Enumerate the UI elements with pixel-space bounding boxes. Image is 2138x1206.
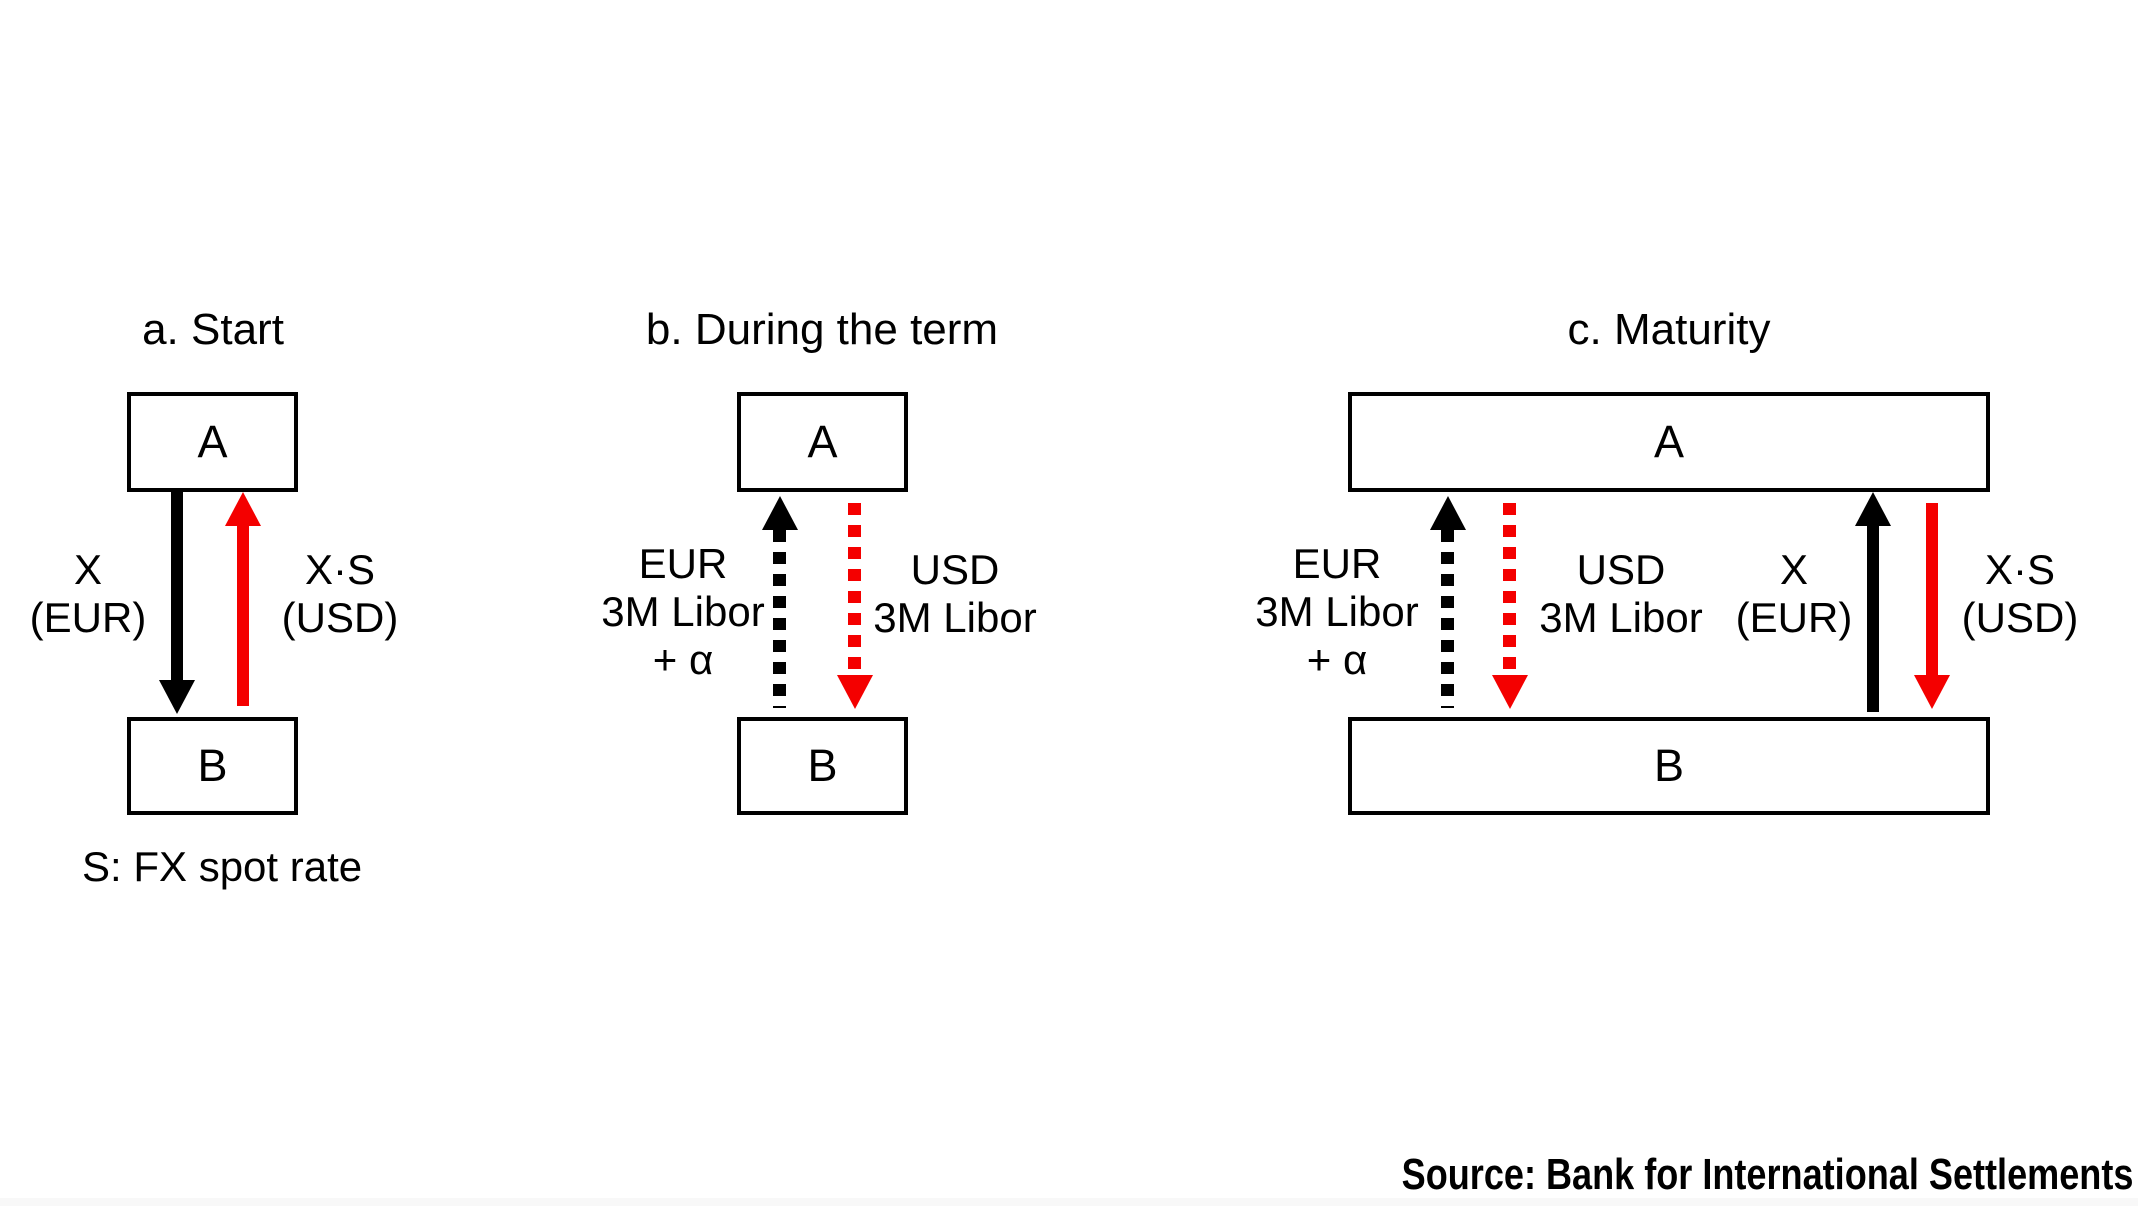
usd-interest-label: USD 3M Libor xyxy=(1539,546,1702,642)
party-a-box: A xyxy=(1348,392,1990,492)
party-a-label: A xyxy=(807,416,838,467)
eur-interest-arrow-shaft xyxy=(773,530,786,708)
party-a-label: A xyxy=(1653,416,1684,467)
usd-principal-arrow-shaft xyxy=(237,524,249,706)
party-b-box: B xyxy=(1348,717,1990,815)
panel-during-term: b. During the term A B EUR 3M Libor + α … xyxy=(460,0,1100,950)
usd-principal-arrow-head xyxy=(225,492,261,526)
source-note: Source: Bank for International Settlemen… xyxy=(1401,1150,2133,1199)
eur-interest-label: EUR 3M Libor + α xyxy=(1255,540,1418,684)
eur-principal-arrow-shaft xyxy=(1867,524,1879,712)
eur-principal-arrow-shaft xyxy=(171,492,183,680)
panel-b-title: b. During the term xyxy=(645,305,999,354)
usd-principal-label-line2: (USD) xyxy=(1961,594,2079,641)
eur-principal-label: X (EUR) xyxy=(30,546,147,642)
usd-interest-arrow-shaft xyxy=(1503,503,1516,675)
eur-principal-label-line2: (EUR) xyxy=(29,594,147,641)
party-a-box: A xyxy=(127,392,298,492)
usd-principal-label: X·S (USD) xyxy=(1962,546,2079,642)
usd-interest-arrow-head xyxy=(837,675,873,709)
usd-interest-label-line1: USD xyxy=(910,546,1000,593)
eur-interest-label-line2: 3M Libor xyxy=(1255,588,1419,635)
eur-principal-arrow-head xyxy=(159,680,195,714)
usd-interest-label-line2: 3M Libor xyxy=(873,594,1037,641)
usd-principal-label-line2: (USD) xyxy=(281,594,399,641)
eur-principal-arrow-head xyxy=(1855,492,1891,526)
eur-interest-label-line1: EUR xyxy=(638,540,728,587)
eur-interest-label-line1: EUR xyxy=(1292,540,1382,587)
party-b-box: B xyxy=(127,717,298,815)
eur-interest-label-line3: + α xyxy=(1306,636,1368,683)
eur-interest-arrow-head xyxy=(1430,496,1466,530)
party-b-label: B xyxy=(1653,740,1684,791)
bottom-edge-strip xyxy=(0,1198,2138,1206)
eur-interest-label: EUR 3M Libor + α xyxy=(601,540,764,684)
party-b-label: B xyxy=(807,740,838,791)
usd-interest-label-line2: 3M Libor xyxy=(1539,594,1703,641)
eur-principal-label-line1: X xyxy=(1779,546,1808,593)
usd-principal-label-line1: X·S xyxy=(304,546,375,593)
usd-interest-label: USD 3M Libor xyxy=(873,546,1036,642)
usd-principal-label-line1: X·S xyxy=(1984,546,2055,593)
eur-interest-arrow-head xyxy=(762,496,798,530)
usd-interest-arrow-head xyxy=(1492,675,1528,709)
eur-interest-label-line3: + α xyxy=(652,636,714,683)
panel-maturity: c. Maturity A B EUR 3M Libor + α USD 3M … xyxy=(1100,0,2138,950)
usd-principal-arrow-shaft xyxy=(1926,503,1938,675)
party-b-label: B xyxy=(197,740,228,791)
party-b-box: B xyxy=(737,717,908,815)
fx-spot-rate-note: S: FX spot rate xyxy=(82,843,363,890)
panel-start: a. Start A B X (EUR) X·S (USD) S: FX spo… xyxy=(0,0,460,950)
usd-interest-label-line1: USD xyxy=(1576,546,1666,593)
usd-principal-arrow-head xyxy=(1914,675,1950,709)
party-a-box: A xyxy=(737,392,908,492)
eur-principal-label: X (EUR) xyxy=(1736,546,1853,642)
eur-interest-label-line2: 3M Libor xyxy=(601,588,765,635)
eur-principal-label-line1: X xyxy=(73,546,102,593)
panel-a-title: a. Start xyxy=(142,305,284,354)
eur-interest-arrow-shaft xyxy=(1441,530,1454,708)
usd-principal-label: X·S (USD) xyxy=(282,546,399,642)
usd-interest-arrow-shaft xyxy=(848,503,861,675)
eur-principal-label-line2: (EUR) xyxy=(1735,594,1853,641)
party-a-label: A xyxy=(197,416,228,467)
panel-c-title: c. Maturity xyxy=(1567,305,1771,354)
